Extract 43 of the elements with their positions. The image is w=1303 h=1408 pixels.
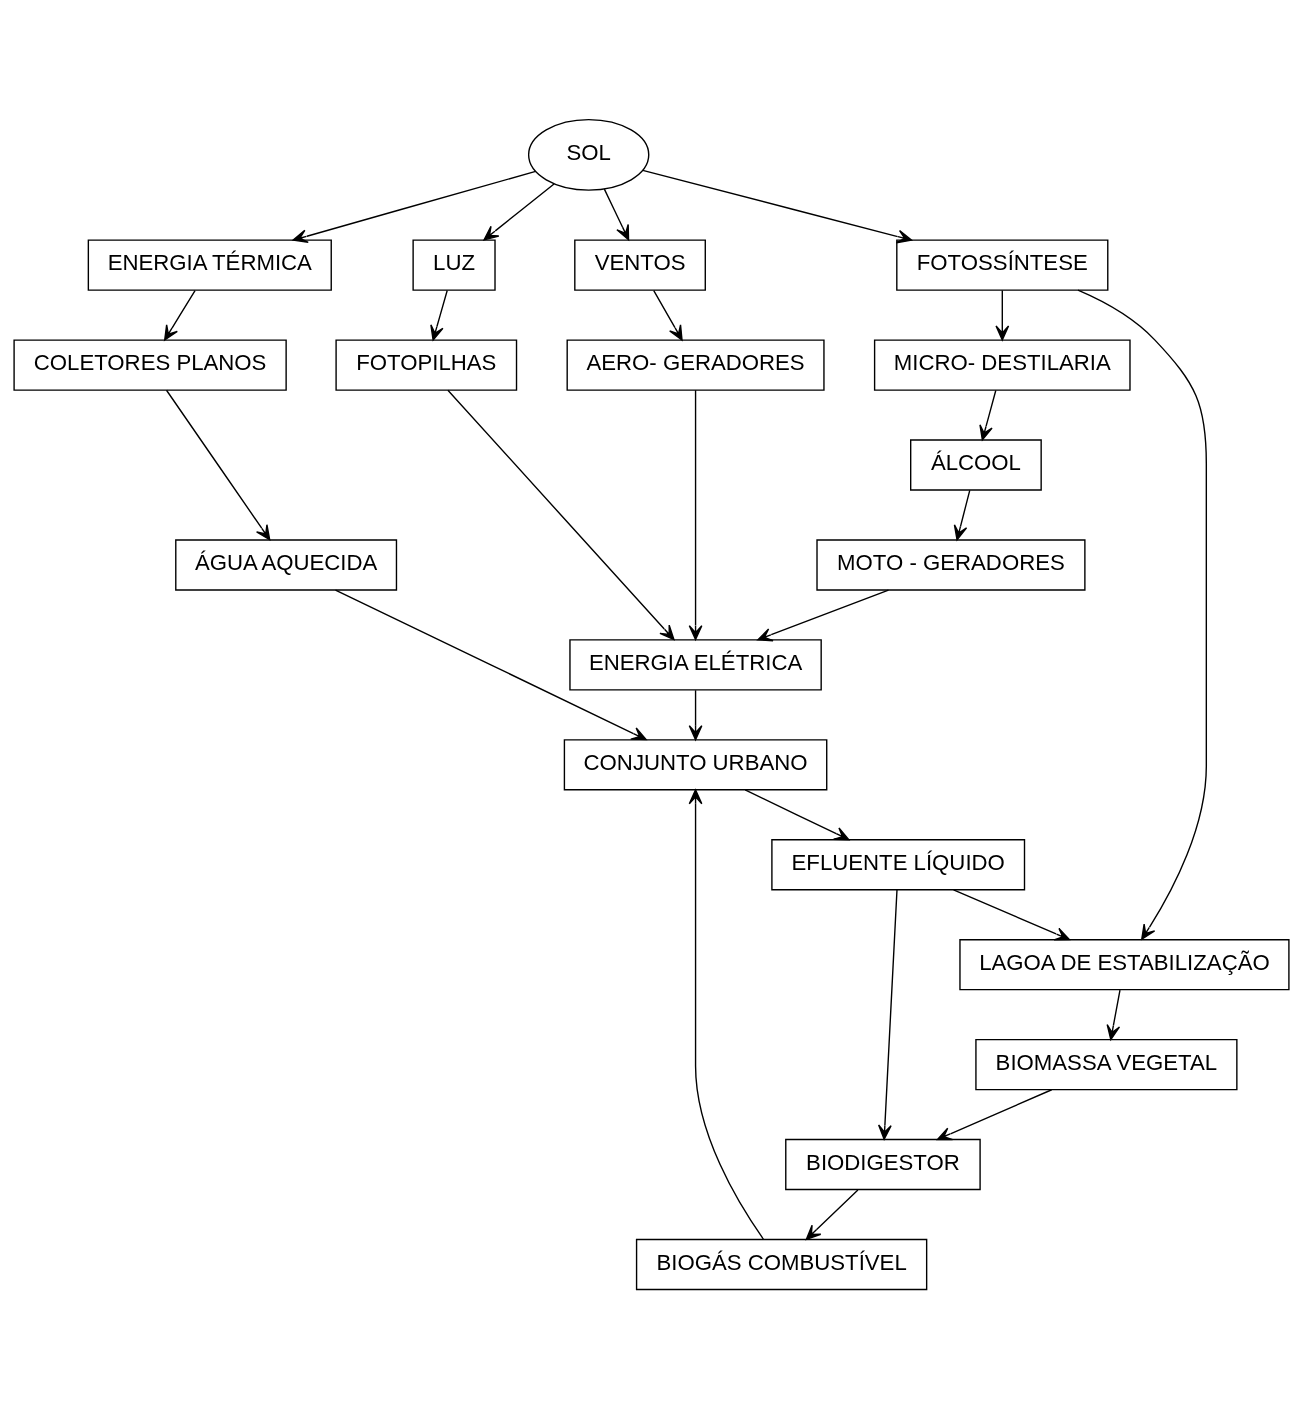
- node-box: ENERGIA TÉRMICA: [87, 239, 332, 291]
- node-box: LUZ: [412, 239, 496, 291]
- arrow: [653, 289, 683, 341]
- arrow: [430, 289, 448, 341]
- node-box: MOTO - GERADORES: [816, 538, 1086, 591]
- arrow: [447, 389, 675, 640]
- arrow: [688, 689, 703, 740]
- node-box: ÁGUA AQUECIDA: [175, 538, 398, 591]
- arrow: [483, 182, 555, 241]
- node-box: BIODIGESTOR: [785, 1138, 981, 1190]
- node-box: LAGOA DE ESTABILIZAÇÃO: [959, 938, 1290, 990]
- arrow: [979, 389, 997, 441]
- arrow: [292, 170, 537, 243]
- arrow: [995, 289, 1010, 341]
- node-box: COLETORES PLANOS: [13, 338, 287, 391]
- arrow: [688, 788, 765, 1240]
- node-box: FOTOPILHAS: [335, 338, 518, 391]
- arrow: [757, 588, 890, 641]
- arrow: [603, 187, 630, 240]
- node-box: ÁLCOOL: [910, 438, 1042, 491]
- node-box: CONJUNTO URBANO: [563, 738, 828, 790]
- arrow: [164, 289, 196, 341]
- arrow: [334, 588, 647, 740]
- arrow: [744, 788, 850, 840]
- node-box: EFLUENTE LÍQUIDO: [771, 838, 1026, 890]
- arrow: [952, 888, 1070, 941]
- node-box: MICRO- DESTILARIA: [873, 338, 1131, 391]
- arrow: [642, 169, 913, 243]
- node-box: BIOGÁS COMBUSTÍVEL: [635, 1238, 928, 1290]
- node-box: BIOMASSA VEGETAL: [975, 1038, 1238, 1090]
- arrow: [1106, 988, 1121, 1040]
- arrow: [688, 389, 703, 640]
- arrow: [1077, 289, 1207, 940]
- arrow: [953, 489, 971, 541]
- arrow: [936, 1088, 1053, 1140]
- node-box: AERO- GERADORES: [566, 338, 825, 391]
- node-box: VENTOS: [574, 239, 706, 291]
- node-box: ENERGIA ELÉTRICA: [569, 638, 822, 691]
- arrow: [877, 888, 898, 1140]
- node-ellipse: SOL: [527, 118, 650, 191]
- node-box: FOTOSSÍNTESE: [896, 239, 1109, 291]
- arrow: [165, 389, 271, 540]
- arrow: [805, 1188, 859, 1240]
